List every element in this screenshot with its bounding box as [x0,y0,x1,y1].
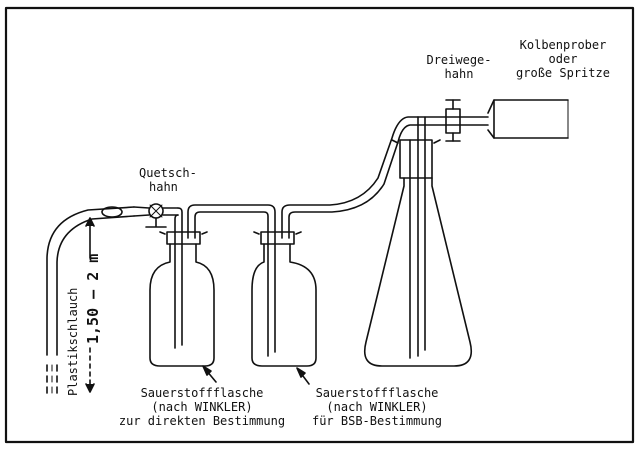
three-way-valve-label: Dreiwege- hahn [426,53,492,81]
length-arrows [85,217,95,393]
three-way-valve [417,99,489,142]
pinch-valve [133,203,179,228]
erlenmeyer-flask [363,116,473,367]
bottle-direct-label: Sauerstoffflasche (nach WINKLER) zur dir… [118,386,286,428]
label-pointers [202,365,310,385]
connecting-tubes [174,116,419,239]
length-label: 1,50 — 2 m [84,253,102,344]
figure-frame [4,6,635,444]
bottle-bsb-label: Sauerstoffflasche (nach WINKLER) für BSB… [311,386,443,428]
plastic-hose [46,206,135,399]
hose-label: Plastikschlauch [66,287,80,396]
oxygen-bottle-bsb [251,231,317,367]
syringe [487,99,569,139]
pinch-valve-label: Quetsch- hahn [139,166,197,194]
syringe-label: Kolbenprober oder große Spritze [516,38,610,80]
oxygen-bottle-direct [149,231,215,367]
